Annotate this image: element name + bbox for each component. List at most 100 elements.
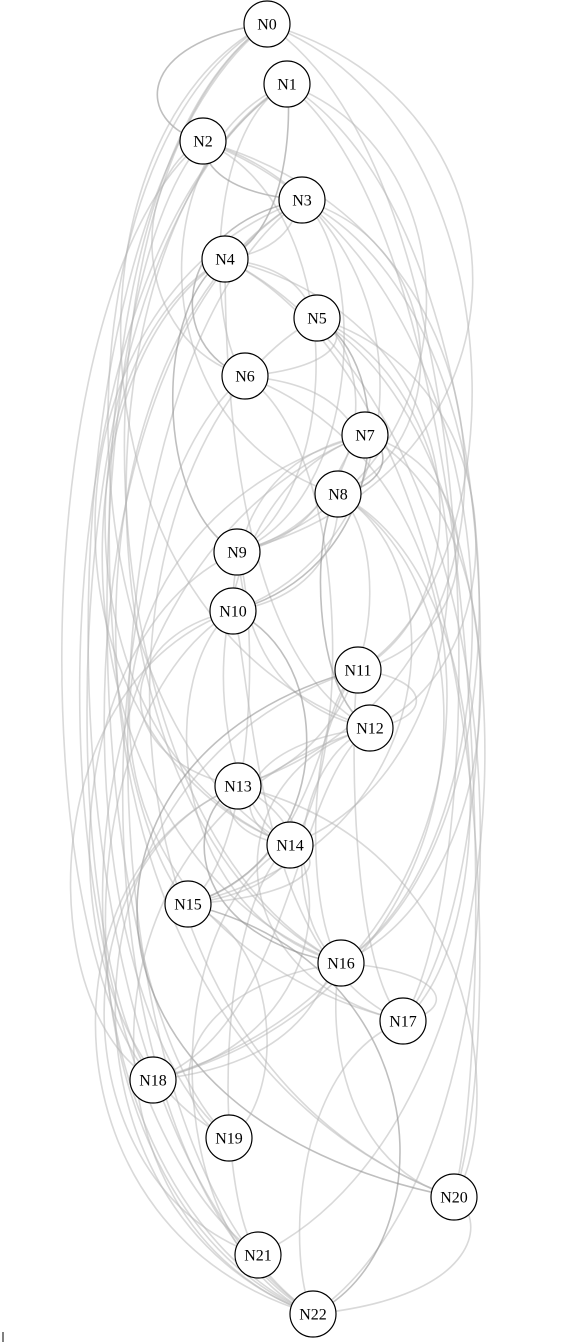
node-n1[interactable]: N1 xyxy=(263,60,311,108)
node-n7[interactable]: N7 xyxy=(341,411,389,459)
edge-n13-n21 xyxy=(103,785,259,1256)
node-circle xyxy=(266,821,314,869)
node-n16[interactable]: N16 xyxy=(317,939,365,987)
node-label: N0 xyxy=(257,17,277,34)
node-circle xyxy=(205,1114,253,1162)
node-n6[interactable]: N6 xyxy=(221,352,269,400)
edge-n3-n20 xyxy=(114,199,455,1198)
node-circle xyxy=(201,235,249,283)
edge-n1-n17 xyxy=(286,83,482,1022)
node-n17[interactable]: N17 xyxy=(379,997,427,1045)
edge-n1-n8 xyxy=(180,83,339,495)
edge-n3-n19 xyxy=(103,199,303,1139)
node-circle xyxy=(289,1290,337,1338)
edge-n4-n14 xyxy=(104,258,291,846)
edge-n16-n19 xyxy=(188,962,342,1139)
node-n3[interactable]: N3 xyxy=(278,176,326,224)
edge-n13-n18 xyxy=(152,785,311,1081)
node-circle xyxy=(341,411,389,459)
edge-n7-n14 xyxy=(222,434,366,846)
node-circle xyxy=(430,1173,478,1221)
edge-n0-n2 xyxy=(156,23,268,142)
edge-n17-n22 xyxy=(298,1020,404,1315)
node-n20[interactable]: N20 xyxy=(430,1173,478,1221)
node-n5[interactable]: N5 xyxy=(293,294,341,342)
node-n19[interactable]: N19 xyxy=(205,1114,253,1162)
node-label: N5 xyxy=(307,311,327,328)
node-circle xyxy=(209,587,257,635)
node-layer: N0N1N2N3N4N5N6N7N8N9N10N11N12N13N14N15N1… xyxy=(129,0,478,1338)
node-label: N7 xyxy=(355,428,375,445)
edge-n3-n6 xyxy=(191,199,303,377)
node-n10[interactable]: N10 xyxy=(209,587,257,635)
edge-n13-n22 xyxy=(94,785,314,1315)
edge-n9-n12 xyxy=(236,551,371,729)
node-circle xyxy=(314,470,362,518)
node-n0[interactable]: N0 xyxy=(243,0,291,48)
node-circle xyxy=(243,0,291,48)
node-label: N3 xyxy=(292,193,312,210)
node-label: N19 xyxy=(215,1131,243,1148)
node-n18[interactable]: N18 xyxy=(129,1056,177,1104)
node-n2[interactable]: N2 xyxy=(179,117,227,165)
node-n4[interactable]: N4 xyxy=(201,235,249,283)
node-circle xyxy=(379,997,427,1045)
edge-n11-n15 xyxy=(187,669,359,905)
edge-layer xyxy=(61,23,486,1315)
edge-n6-n22 xyxy=(121,375,314,1315)
edge-n5-n14 xyxy=(289,317,450,846)
edge-n1-n20 xyxy=(286,83,477,1198)
node-n15[interactable]: N15 xyxy=(164,880,212,928)
edge-n6-n18 xyxy=(152,375,448,1081)
node-circle xyxy=(179,117,227,165)
node-circle xyxy=(293,294,341,342)
node-label: N1 xyxy=(277,77,297,94)
node-circle xyxy=(317,939,365,987)
node-n21[interactable]: N21 xyxy=(234,1231,282,1279)
edge-n11-n17 xyxy=(353,669,404,1022)
node-label: N9 xyxy=(227,545,247,562)
node-circle xyxy=(334,646,382,694)
edge-n1-n21 xyxy=(78,83,288,1256)
node-n14[interactable]: N14 xyxy=(266,821,314,869)
edge-n15-n19 xyxy=(187,903,268,1139)
edge-n16-n18 xyxy=(152,962,342,1081)
edge-n4-n20 xyxy=(224,258,481,1198)
edge-n3-n22 xyxy=(126,199,314,1315)
node-label: N8 xyxy=(328,487,348,504)
edge-n10-n18 xyxy=(69,610,234,1081)
node-circle xyxy=(213,528,261,576)
edge-n9-n15 xyxy=(187,551,251,905)
node-circle xyxy=(346,704,394,752)
node-label: N2 xyxy=(193,134,213,151)
node-label: N21 xyxy=(244,1248,272,1265)
edge-n11-n20 xyxy=(136,669,455,1198)
edge-n3-n9 xyxy=(236,199,345,553)
edge-n10-n22 xyxy=(104,610,314,1315)
node-label: N14 xyxy=(276,838,304,855)
node-n11[interactable]: N11 xyxy=(334,646,382,694)
edge-n0-n15 xyxy=(108,23,268,905)
node-circle xyxy=(164,880,212,928)
edge-n13-n20 xyxy=(237,785,478,1198)
edge-n10-n16 xyxy=(185,610,342,964)
node-label: N16 xyxy=(327,956,355,973)
edge-n5-n20 xyxy=(148,317,455,1198)
edge-n8-n18 xyxy=(152,493,445,1081)
edge-n10-n13 xyxy=(139,610,239,787)
edge-n3-n16 xyxy=(301,199,481,964)
edge-n1-n18 xyxy=(86,83,288,1081)
node-label: N4 xyxy=(215,252,235,269)
node-n13[interactable]: N13 xyxy=(214,762,262,810)
edge-n7-n16 xyxy=(340,434,482,964)
edge-n5-n10 xyxy=(232,317,370,612)
node-label: N6 xyxy=(235,369,255,386)
node-n9[interactable]: N9 xyxy=(213,528,261,576)
edge-n1-n6 xyxy=(218,83,288,377)
edge-n14-n21 xyxy=(227,844,291,1256)
node-label: N11 xyxy=(345,663,372,680)
node-circle xyxy=(234,1231,282,1279)
node-n12[interactable]: N12 xyxy=(346,704,394,752)
node-n8[interactable]: N8 xyxy=(314,470,362,518)
node-n22[interactable]: N22 xyxy=(289,1290,337,1338)
